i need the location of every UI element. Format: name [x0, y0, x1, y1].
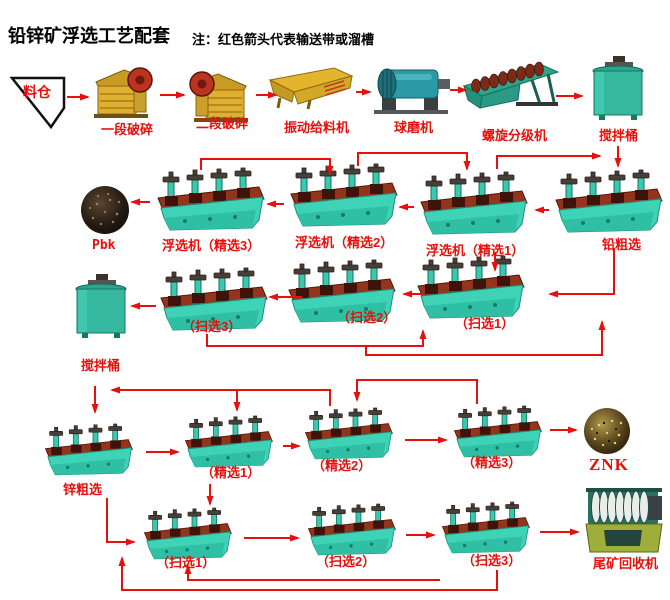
label-zinc-rougher: 锌粗选 — [63, 482, 103, 497]
secondary-jaw-crusher — [189, 71, 249, 123]
label-mixing-tank-top: 搅拌桶 — [599, 128, 639, 143]
flotation-zinc-scav3 — [442, 501, 530, 554]
ball-mill — [373, 68, 451, 115]
flotation-zinc-cleaner2 — [305, 407, 393, 460]
label-lead-cleaner2: 浮选机（精选2） — [295, 235, 394, 250]
label-lead-rougher: 铅粗选 — [602, 237, 642, 252]
flotation-zinc-rougher — [45, 423, 133, 476]
flotation-zinc-scav1 — [144, 507, 232, 560]
label-primary-crusher: 一段破碎 — [101, 122, 154, 137]
label-zinc-scav1: （扫选1） — [156, 555, 216, 570]
label-lead-cleaner1: 浮选机（精选1） — [426, 243, 525, 258]
label-ball-mill: 球磨机 — [394, 120, 434, 135]
label-spiral-classifier: 螺旋分级机 — [482, 128, 548, 143]
label-zinc-cleaner3: （精选3） — [462, 455, 522, 470]
flow-arrows — [67, 86, 622, 591]
flotation-zinc-cleaner3 — [454, 405, 542, 458]
legend-note: 注：红色箭头代表输送带或溜槽 — [192, 32, 375, 47]
feed-silo-shape — [9, 76, 66, 130]
flotation-zinc-scav2 — [308, 503, 396, 556]
label-lead-scav1: （扫选1） — [455, 316, 515, 331]
mixing-tank-top — [592, 55, 644, 121]
tailings-recovery-machine — [585, 487, 663, 553]
label-mixing-tank-left: 搅拌桶 — [81, 358, 121, 373]
label-zinc-cleaner2: （精选2） — [312, 458, 372, 473]
page-title: 铅锌矿浮选工艺配套 — [8, 26, 170, 46]
label-vibrating-feeder: 振动给料机 — [284, 120, 350, 135]
flotation-lead-cleaner3 — [157, 167, 265, 231]
primary-jaw-crusher — [93, 67, 153, 119]
label-zinc-scav2: （扫选2） — [316, 554, 376, 569]
label-secondary-crusher: 二段破碎 — [196, 116, 249, 131]
label-feed-silo: 料仓 — [23, 84, 51, 100]
label-zinc-cleaner1: （精选1） — [201, 465, 261, 480]
label-lead-scav3: （扫选3） — [182, 319, 242, 334]
label-lead-scav2: （扫选2） — [337, 310, 397, 325]
flotation-lead-cleaner2 — [290, 163, 398, 227]
vibrating-feeder — [268, 66, 354, 111]
lead-concentrate-ball — [81, 186, 129, 234]
label-lead-cleaner3: 浮选机（精选3） — [162, 238, 261, 253]
flotation-zinc-cleaner1 — [185, 415, 273, 468]
flotation-lead-scav1 — [417, 255, 525, 319]
label-lead-concentrate: Pbk — [92, 238, 116, 253]
label-zinc-scav3: （扫选3） — [462, 553, 522, 568]
spiral-classifier — [462, 60, 560, 110]
label-zinc-concentrate: ZNK — [589, 455, 629, 474]
mixing-tank-left — [75, 273, 127, 339]
label-tailings-recovery: 尾矿回收机 — [593, 556, 659, 571]
flotation-lead-cleaner1 — [420, 171, 528, 235]
flotation-lead-rougher — [555, 169, 663, 233]
zinc-concentrate-ball — [584, 408, 630, 454]
